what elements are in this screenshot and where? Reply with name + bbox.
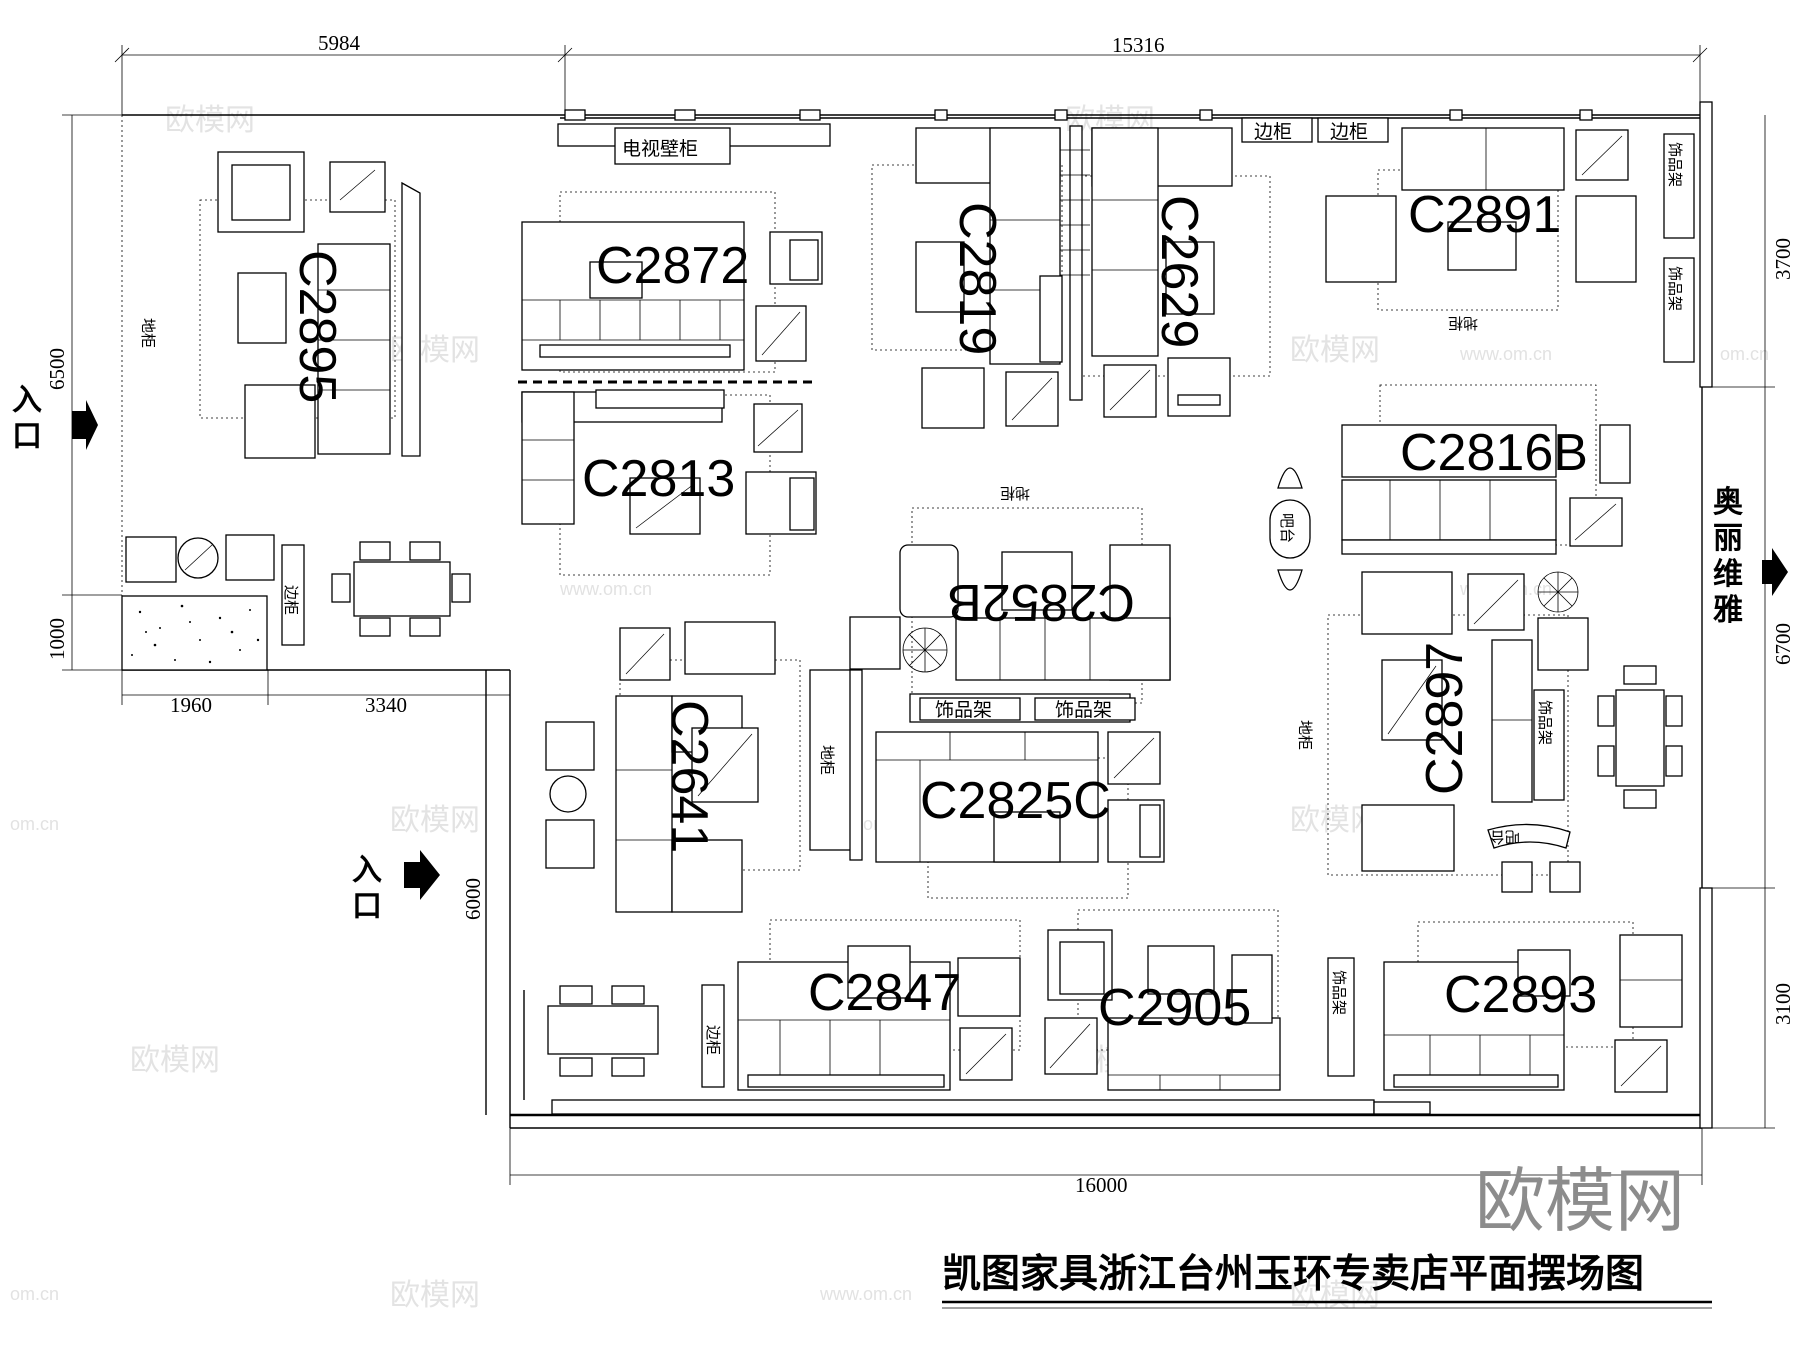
watermark: 欧模网 <box>130 1043 220 1078</box>
model-code-c2819: C2819 <box>948 202 1006 355</box>
entrance-label: 入口 <box>12 383 42 454</box>
side-cabinet-label: 边柜 <box>282 585 300 615</box>
floor-cabinet-middle: 地柜 <box>809 669 863 861</box>
zone-c2641 <box>545 621 776 913</box>
model-code-c2825c: C2825C <box>920 772 1111 830</box>
model-code-c2893: C2893 <box>1444 966 1597 1024</box>
watermark: 欧模网 <box>1290 1278 1380 1313</box>
site-logo: 欧模网 <box>1475 1160 1685 1242</box>
entrance-left-upper: 入口 <box>12 383 98 454</box>
model-code-c2891: C2891 <box>1408 186 1561 244</box>
dining-table-lower-left: 边柜 <box>523 984 725 1100</box>
arrow-right-icon <box>404 850 440 900</box>
floor-cabinet-label: 地柜 <box>818 745 836 775</box>
model-code-c2641: C2641 <box>660 700 718 853</box>
plant-icon <box>902 627 948 673</box>
zone-c2825c <box>875 731 1165 863</box>
shelf-label: 饰品架 <box>1536 700 1554 745</box>
dim-bottom: 16000 <box>1075 1173 1128 1197</box>
zone-c2893 <box>1383 934 1683 1093</box>
model-code-c2872: C2872 <box>596 237 749 295</box>
model-code-c2852b: C2852B <box>947 573 1135 631</box>
watermark-url: www.om.cn <box>819 1284 912 1304</box>
dim-right-lower: 3100 <box>1771 983 1795 1025</box>
shelf-label: 饰品架 <box>1330 970 1348 1015</box>
bar-counter-upper: 吧台 <box>1269 467 1311 591</box>
wall-cabinet-bottom <box>551 1099 1375 1115</box>
model-code-c2897: C2897 <box>1416 642 1474 795</box>
watermark: 欧模网 <box>390 1278 480 1313</box>
watermark-url: om.cn <box>10 814 59 834</box>
drawing-title: 凯图家具浙江台州玉环专卖店平面摆场图 <box>942 1252 1644 1297</box>
model-codes: C2895 C2872 C2819 C2629 C2891 C2813 C281… <box>288 186 1597 1037</box>
shelf-label: 饰品架 <box>935 699 992 721</box>
dim-right-middle: 6700 <box>1771 623 1795 665</box>
entrance-label: 入口 <box>352 853 382 924</box>
entrance-right-neighbor: 奥丽维雅 <box>1713 485 1788 628</box>
floor-cabinet-label: 地柜 <box>1000 484 1030 502</box>
dining-table-upper-left <box>331 541 471 637</box>
watermark: 欧模网 <box>1290 333 1380 368</box>
dim-bottom-left-a: 1960 <box>170 693 212 717</box>
dining-table-right <box>1597 665 1683 809</box>
zone-c2819 <box>915 127 1063 429</box>
shelf-label: 饰品架 <box>1055 699 1112 721</box>
floor-cabinet-label: 地柜 <box>1448 314 1478 332</box>
watermark-url: om.cn <box>10 1284 59 1304</box>
zone-c2629 <box>1091 127 1233 418</box>
shelf-label: 饰品架 <box>1666 142 1684 187</box>
side-cabinet-label: 边柜 <box>1254 121 1292 143</box>
tv-cabinet: 电视壁柜 <box>557 123 831 165</box>
floor-cabinet-label: 地柜 <box>139 318 157 348</box>
watermark-url: om.cn <box>1720 344 1769 364</box>
dim-top-left: 5984 <box>318 31 361 55</box>
plant-icon <box>1537 571 1579 613</box>
bar-label: 吧台 <box>1278 513 1296 543</box>
dimension-lines <box>62 45 1775 1185</box>
neighbor-store-label: 奥丽维雅 <box>1713 485 1743 628</box>
stone-texture <box>131 604 260 664</box>
shelf-label: 饰品架 <box>1666 266 1684 311</box>
zone-c2895: 地柜 边柜 <box>121 151 421 671</box>
model-code-c2895: C2895 <box>288 250 346 403</box>
watermark-url: www.om.cn <box>1459 344 1552 364</box>
dim-left-lower: 1000 <box>45 618 69 660</box>
model-code-c2816b: C2816B <box>1400 424 1588 482</box>
watermark: 欧模网 <box>390 803 480 838</box>
tv-cabinet-label: 电视壁柜 <box>622 138 698 160</box>
zone-c2816b <box>1341 424 1631 555</box>
wall-step <box>1373 1101 1431 1115</box>
floor-cabinet-label: 地柜 <box>1296 720 1314 750</box>
side-cabinet-label: 边柜 <box>1330 121 1368 143</box>
entrance-left-lower: 入口 <box>352 850 440 924</box>
arrow-right-icon <box>1762 548 1788 596</box>
model-code-c2629: C2629 <box>1150 195 1208 348</box>
side-cabinet-label: 边柜 <box>704 1025 722 1055</box>
watermark-url: www.om.cn <box>559 579 652 599</box>
watermark: 欧模网 <box>165 103 255 138</box>
partition <box>1060 125 1090 401</box>
dim-bottom-left-b: 3340 <box>365 693 407 717</box>
dim-inner-left: 6000 <box>461 878 485 920</box>
zone-c2891: 饰品架 饰品架 地柜 <box>1325 127 1695 363</box>
zone-c2897: 饰品架 地柜 吧台 <box>1296 571 1589 893</box>
model-code-c2847: C2847 <box>808 964 961 1022</box>
model-code-c2813: C2813 <box>582 450 735 508</box>
model-code-c2905: C2905 <box>1098 979 1251 1037</box>
walls <box>121 101 1713 1129</box>
arrow-right-icon <box>72 400 98 450</box>
zone-c2852b: 饰品架 饰品架 地柜 <box>849 484 1171 723</box>
zone-c2905: 饰品架 <box>1044 929 1355 1091</box>
dim-right-upper: 3700 <box>1771 238 1795 280</box>
zone-c2872 <box>521 221 823 371</box>
side-cabinets-top: 边柜 边柜 <box>1241 117 1389 143</box>
dim-top-right: 15316 <box>1112 33 1165 57</box>
zone-c2813 <box>521 389 817 535</box>
bar-label: 吧台 <box>1490 828 1520 846</box>
dim-left-upper: 6500 <box>45 348 69 390</box>
zone-c2847 <box>737 945 1021 1091</box>
